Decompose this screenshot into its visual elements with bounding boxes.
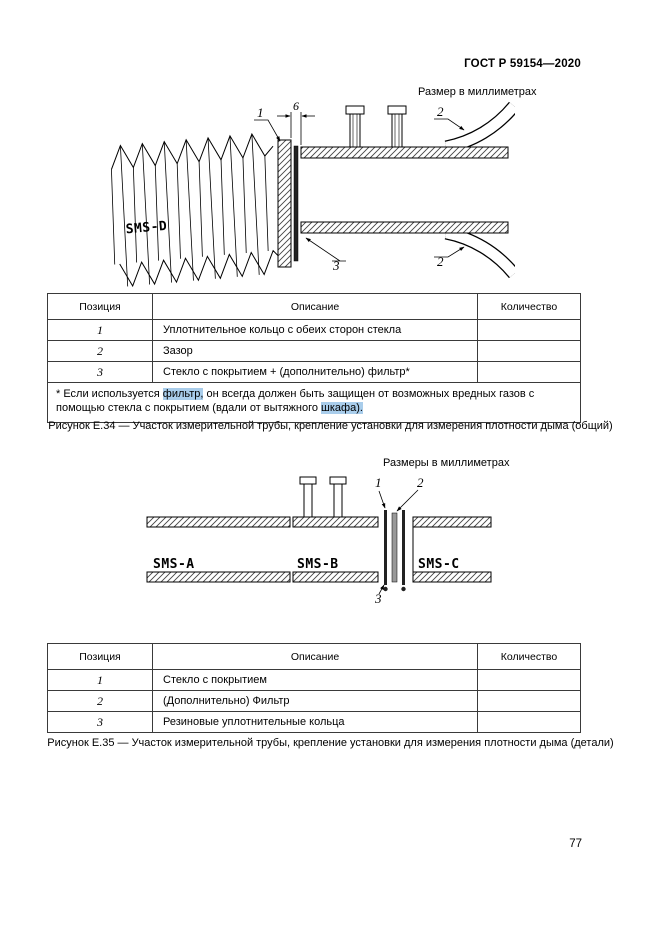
- cell-description: (Дополнительно) Фильтр: [152, 690, 478, 712]
- callout-3-label: 3: [374, 591, 382, 606]
- table-row: 3 Стекло с покрытием + (дополнительно) ф…: [47, 361, 581, 383]
- figure-e34-drawing: SMS-D: [110, 100, 515, 288]
- cell-quantity: [477, 711, 581, 733]
- table-row: 1 Стекло с покрытием: [47, 669, 581, 691]
- cell-quantity: [477, 669, 581, 691]
- cell-description: Резиновые уплотнительные кольца: [152, 711, 478, 733]
- tube-sms-a: [146, 516, 291, 583]
- cell-quantity: [477, 340, 581, 362]
- cell-quantity: [477, 690, 581, 712]
- table-row: 3 Резиновые уплотнительные кольца: [47, 711, 581, 733]
- table-e34: Позиция Описание Количество 1 Уплотнител…: [47, 293, 581, 423]
- col-header-quantity: Количество: [477, 643, 581, 670]
- callout-3-leader: [306, 238, 346, 262]
- table-e34-header-row: Позиция Описание Количество: [47, 293, 581, 320]
- document-header: ГОСТ Р 59154—2020: [464, 58, 581, 70]
- col-header-quantity: Количество: [477, 293, 581, 320]
- tube-sms-b: [292, 476, 379, 583]
- o-ring: [383, 586, 388, 592]
- cell-position: 2: [47, 340, 153, 362]
- cell-quantity: [477, 361, 581, 383]
- dim-6-label: 6: [293, 100, 299, 113]
- tube-a-label: SMS-A: [153, 557, 195, 572]
- mounting-bolts: [345, 105, 407, 148]
- footnote-highlight: шкафа).: [321, 402, 363, 415]
- cell-position: 2: [47, 690, 153, 712]
- tube-sms-c: [412, 516, 492, 583]
- mounting-bolts: [299, 476, 347, 518]
- glass-filter-assembly: [383, 510, 406, 592]
- units-note-e35: Размеры в миллиметрах: [383, 457, 510, 469]
- purge-hoses: [444, 101, 515, 279]
- figure-e35-caption: Рисунок Е.35 — Участок измерительной тру…: [47, 737, 614, 749]
- tube-c-label: SMS-C: [418, 557, 460, 572]
- table-e35: Позиция Описание Количество 1 Стекло с п…: [47, 643, 581, 733]
- dimension-6: [277, 112, 315, 145]
- callout-1-leader: [254, 119, 281, 142]
- cell-description: Стекло с покрытием + (дополнительно) фил…: [152, 361, 478, 383]
- col-header-description: Описание: [152, 293, 478, 320]
- hose-label: SMS-D: [125, 219, 168, 238]
- table-row: 2 (Дополнительно) Фильтр: [47, 690, 581, 712]
- callout-2-leader: [396, 489, 419, 512]
- units-note-e34: Размер в миллиметрах: [418, 86, 537, 98]
- cell-position: 3: [47, 711, 153, 733]
- figure-e35-drawing: SMS-A SMS-B SMS-C: [146, 475, 492, 606]
- table-e35-header-row: Позиция Описание Количество: [47, 643, 581, 670]
- tube-b-label: SMS-B: [297, 557, 339, 572]
- o-ring: [401, 586, 406, 592]
- cell-description: Стекло с покрытием: [152, 669, 478, 691]
- footnote-highlight: фильтр,: [162, 388, 204, 400]
- table-footnote-row: * Если используется фильтр, он всегда до…: [47, 382, 581, 423]
- page-number: 77: [569, 838, 582, 850]
- callout-3-leader: [378, 584, 385, 595]
- figure-e34-caption: Рисунок Е.34 — Участок измерительной тру…: [48, 420, 613, 432]
- tube-joint: [277, 139, 299, 268]
- callout-3-label: 3: [332, 258, 340, 273]
- cell-position: 1: [47, 669, 153, 691]
- callout-1-label: 1: [375, 475, 382, 490]
- callout-2-bottom-label: 2: [437, 254, 444, 269]
- measuring-tube: [300, 146, 509, 234]
- callout-1-label: 1: [257, 105, 264, 120]
- cell-position: 1: [47, 319, 153, 341]
- cell-description: Уплотнительное кольцо с обеих сторон сте…: [152, 319, 478, 341]
- col-header-description: Описание: [152, 643, 478, 670]
- footnote-text: * Если используется: [56, 388, 163, 400]
- corrugated-hose: [110, 132, 284, 288]
- table-row: 1 Уплотнительное кольцо с обеих сторон с…: [47, 319, 581, 341]
- footnote-text: он всегда должен быть защищен от возможн…: [56, 388, 535, 415]
- callout-2-top-leader: [434, 118, 465, 131]
- table-row: 2 Зазор: [47, 340, 581, 362]
- callout-2-label: 2: [417, 475, 424, 490]
- callout-2-top-label: 2: [437, 104, 444, 119]
- col-header-position: Позиция: [47, 643, 153, 670]
- cell-description: Зазор: [152, 340, 478, 362]
- cell-position: 3: [47, 361, 153, 383]
- table-footnote: * Если используется фильтр, он всегда до…: [47, 382, 581, 423]
- callout-2-bottom-leader: [434, 246, 465, 258]
- col-header-position: Позиция: [47, 293, 153, 320]
- callout-1-leader: [378, 490, 386, 509]
- cell-quantity: [477, 319, 581, 341]
